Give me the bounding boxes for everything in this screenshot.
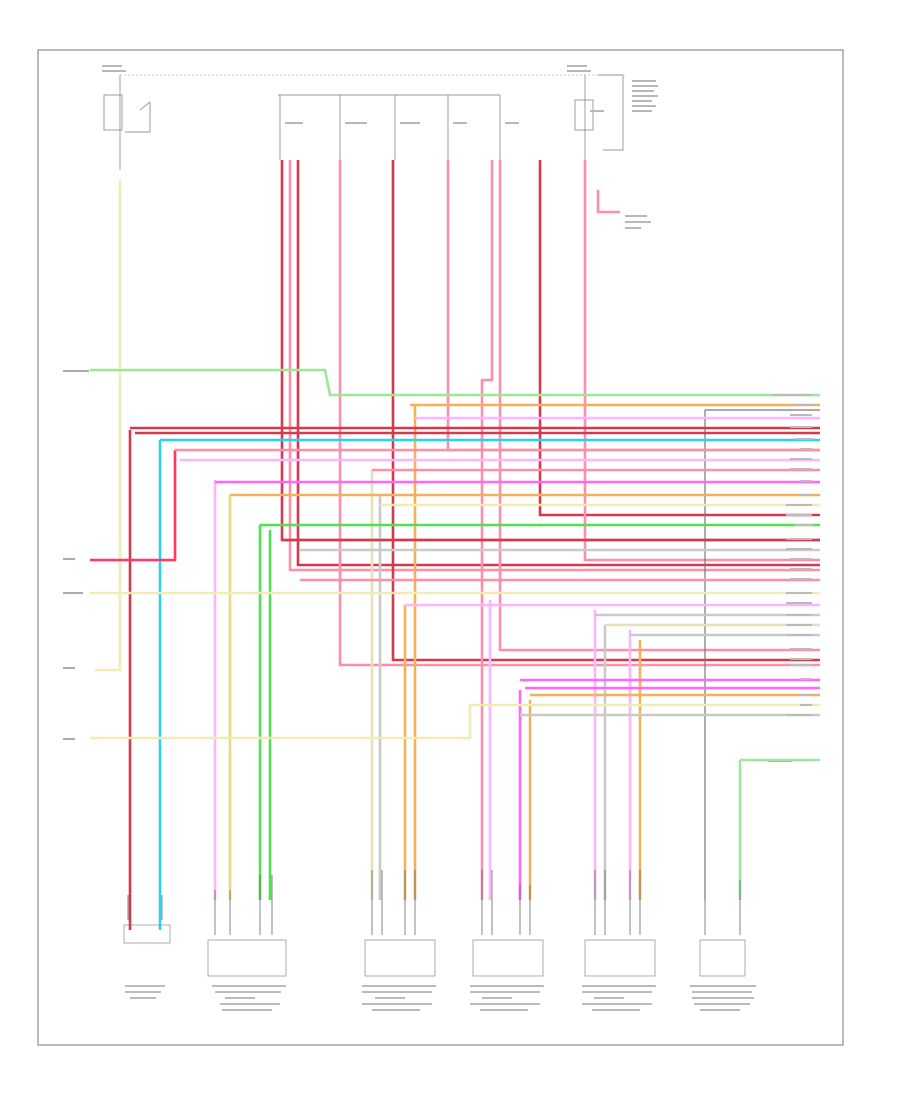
bottom-components	[123, 870, 756, 1011]
diagram-frame	[37, 49, 844, 1046]
fuse-drops	[103, 74, 624, 170]
vertical-wires	[90, 160, 820, 930]
horizontal-bus-wires	[130, 403, 820, 717]
top-label-blocks	[102, 65, 658, 229]
right-wire-tags	[772, 394, 813, 716]
